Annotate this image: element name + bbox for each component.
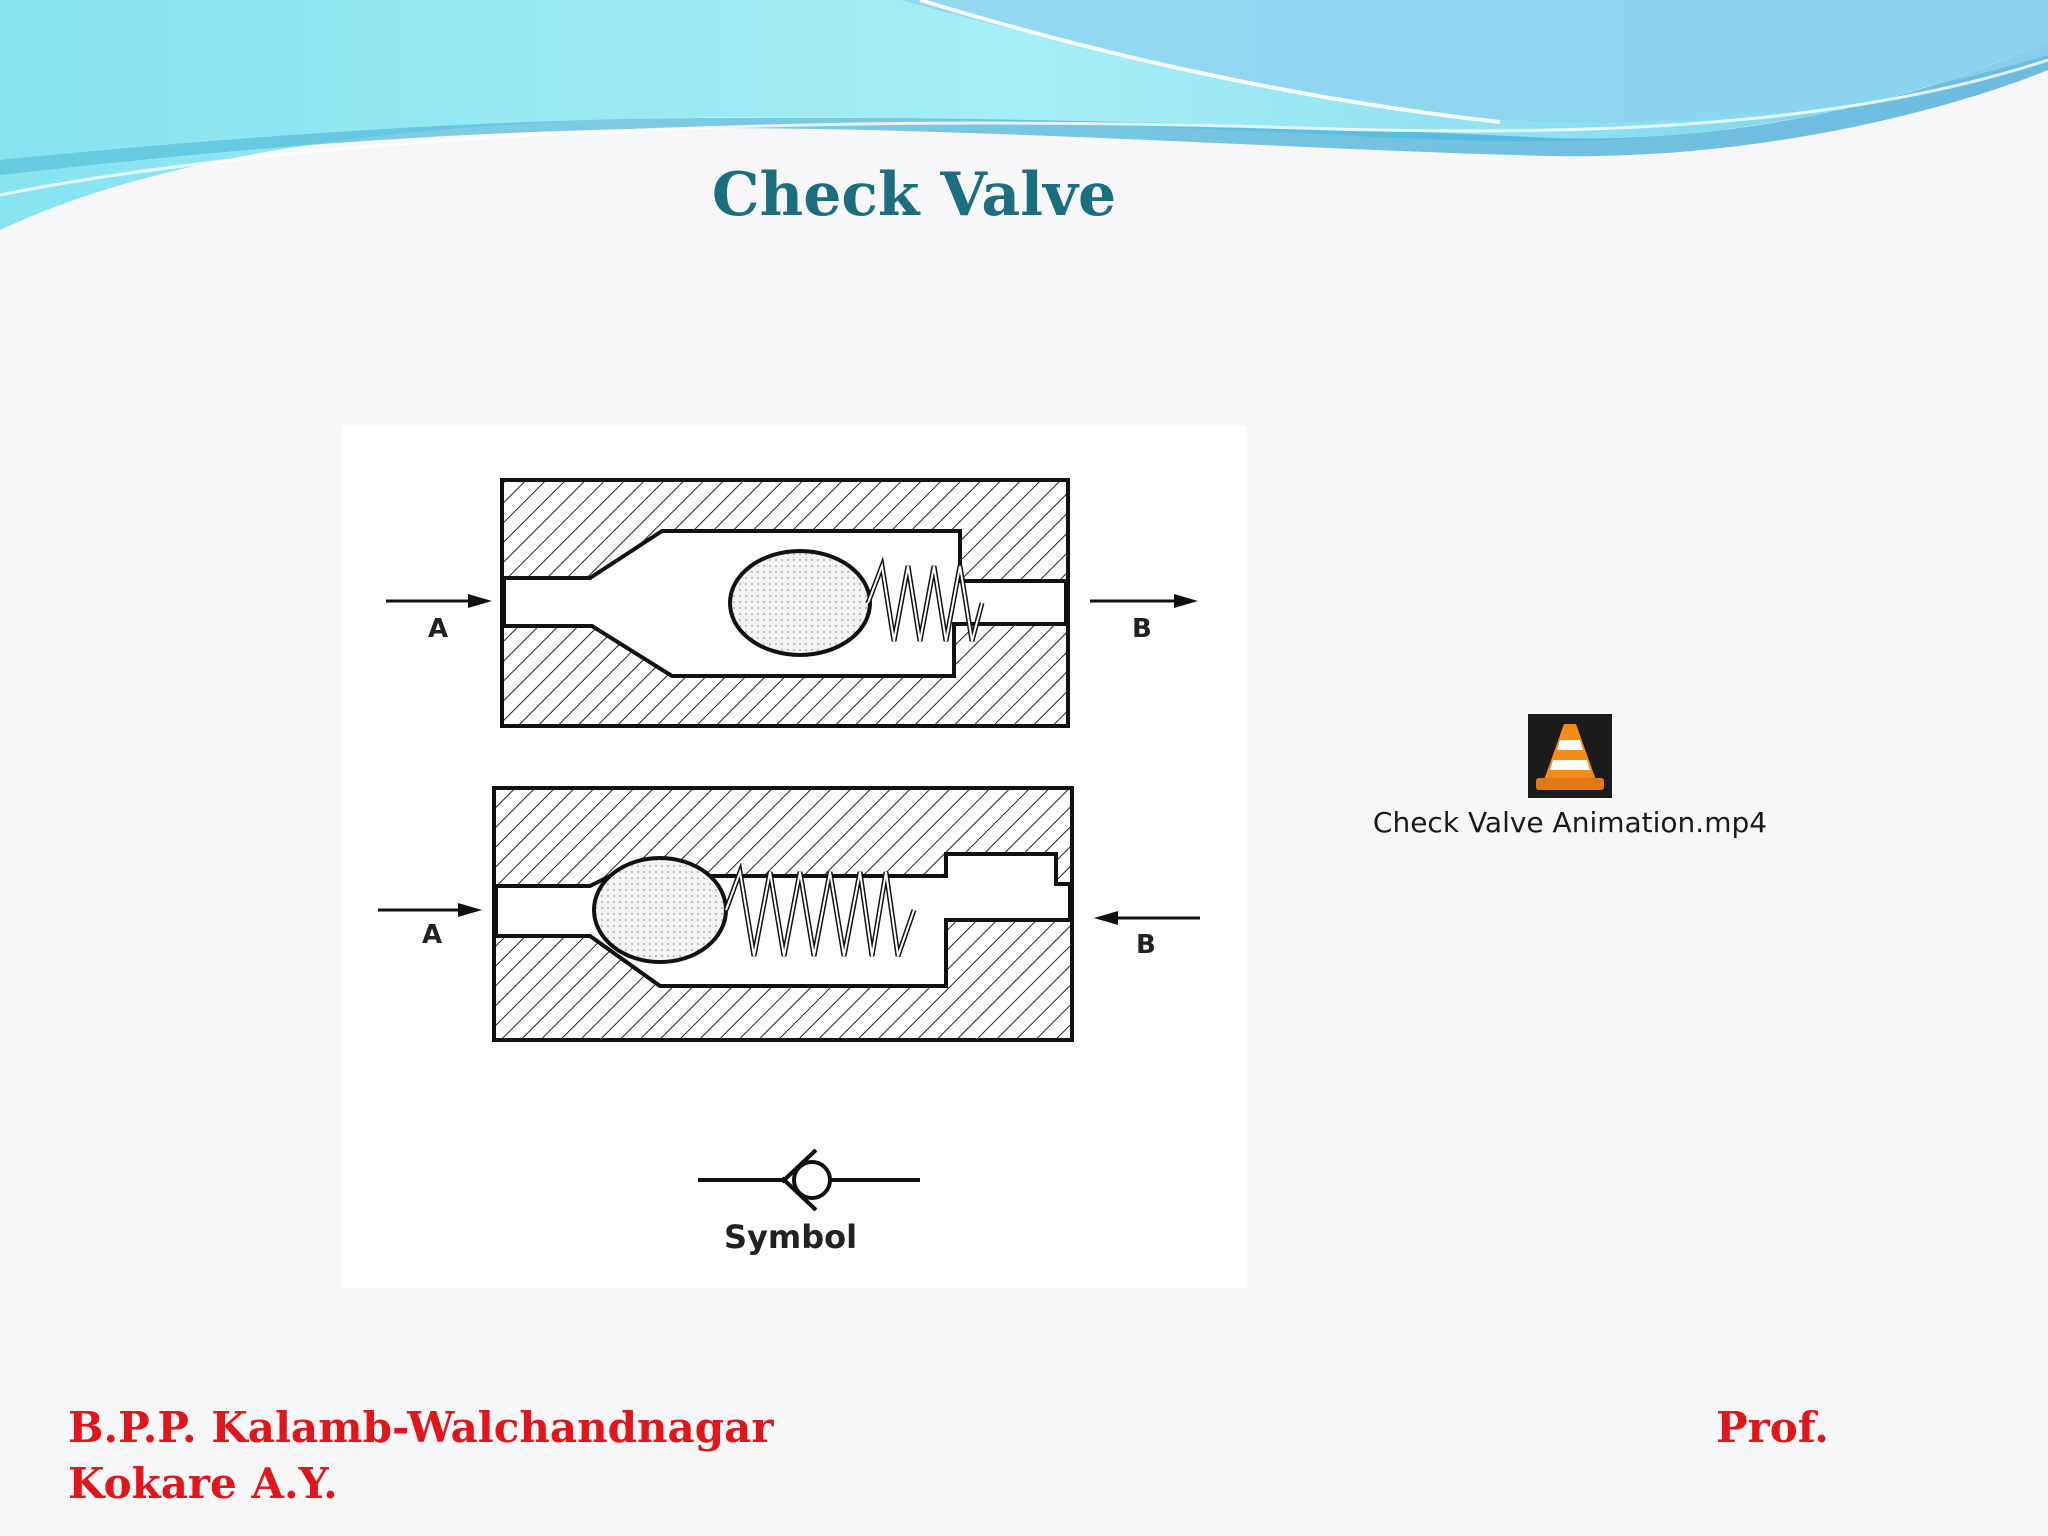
video-file-link[interactable]: Check Valve Animation.mp4: [1370, 714, 1770, 844]
ball-open: [592, 856, 728, 964]
ball-closed: [728, 549, 872, 657]
inlet-label-bottom: A: [422, 920, 443, 950]
check-valve-symbol: [698, 1148, 920, 1212]
vlc-cone-icon: [1528, 714, 1612, 798]
outlet-label-bottom: B: [1136, 930, 1156, 960]
slide-title: Check Valve: [711, 160, 1117, 230]
video-filename: Check Valve Animation.mp4: [1372, 806, 1768, 839]
footer-name: Kokare A.Y.: [68, 1459, 338, 1508]
check-valve-diagram: A B A B Symbol: [342, 426, 1246, 1288]
valve-closed-view: [386, 478, 1198, 728]
footer-institute: B.P.P. Kalamb-Walchandnagar: [68, 1403, 774, 1452]
footer-prof: Prof.: [1716, 1403, 1829, 1452]
valve-open-view: [378, 786, 1200, 1042]
symbol-caption: Symbol: [724, 1218, 858, 1256]
inlet-label-top: A: [428, 614, 449, 644]
outlet-label-top: B: [1132, 614, 1152, 644]
check-valve-drawing: [378, 478, 1200, 1212]
header-wave-decoration: [0, 0, 2048, 230]
